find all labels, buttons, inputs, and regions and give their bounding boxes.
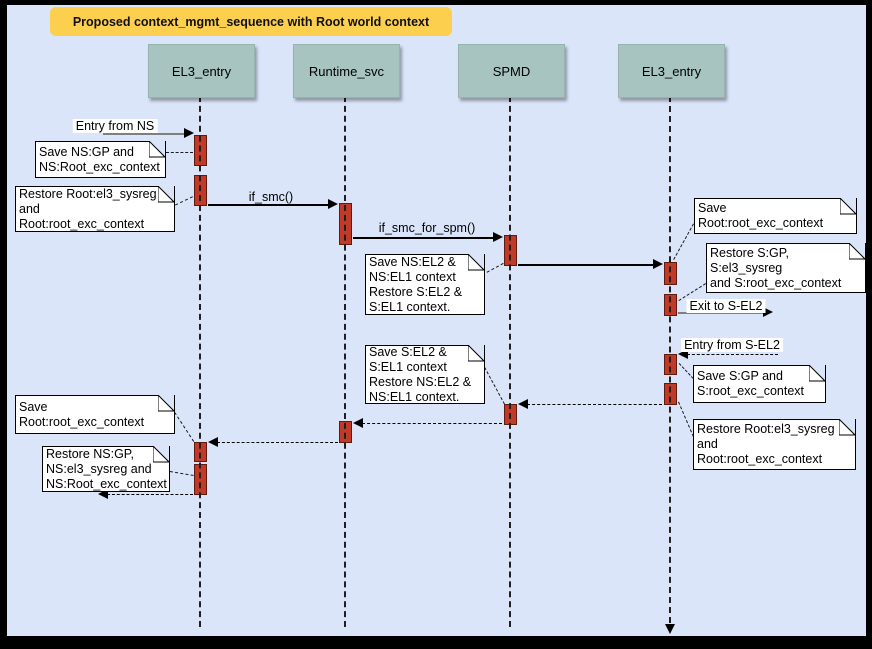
arrowhead-return-to-runtime [353,418,363,428]
message-label-entry-from-s-el2: Entry from S-EL2 [681,338,783,352]
message-line-entry-from-s-el2 [687,354,778,355]
note-text: Save Root:root_exc_context [698,201,824,230]
arrowhead-entry-from-s-el2 [678,349,688,359]
diagram-canvas [7,5,866,636]
message-label-if-smc-for-spm: if_smc_for_spm() [378,221,476,235]
message-line-if-smc-for-spm [353,237,494,239]
note-fold-icon [849,243,866,260]
arrowhead-entry-from-ns [184,128,194,138]
note-fold-icon [839,419,856,436]
note-save-ns-el2: Save NS:EL2 & NS:EL1 context Restore S:E… [365,254,485,315]
note-restore-root-el3-r: Restore Root:el3_sysreg and Root:root_ex… [693,419,856,470]
note-text: Restore Root:el3_sysreg and Root:root_ex… [19,186,157,231]
note-text: Restore NS:GP, NS:el3_sysreg and NS:Root… [46,446,167,491]
note-save-root-exc-r: Save Root:root_exc_context [694,198,857,234]
arrowhead-if-smc-for-spm [493,232,503,242]
note-text: Restore S:GP, S:el3_sysreg and S:root_ex… [710,245,842,290]
note-text: Save S:GP and S:root_exc_context [697,369,805,398]
note-fold-icon [158,395,175,412]
note-restore-root-el3-l: Restore Root:el3_sysreg and Root:root_ex… [15,186,175,232]
lifeline-spmd [509,96,511,627]
note-text: Restore Root:el3_sysreg and Root:root_ex… [697,422,835,466]
lifeline-el3-entry-right [669,96,671,623]
arrowhead-if-smc [328,199,338,209]
note-fold-icon [153,446,170,463]
message-line-return-to-el3l [217,442,338,443]
note-save-ns-gp: Save NS:GP and NS:Root_exc_context [35,141,166,178]
message-line-return-to-runtime [362,423,502,424]
note-save-root-exc-l: Save Root:root_exc_context [15,395,175,434]
arrowhead-return-to-spmd [518,399,528,409]
message-line-spmd-to-el3 [518,264,654,266]
note-fold-icon [149,141,166,158]
note-connector [169,471,194,476]
actor-el3-entry-left: EL3_entry [148,44,255,98]
arrowhead-spmd-to-el3 [653,259,663,269]
message-line-return-to-ns [107,494,193,495]
lifeline-end-arrow [665,624,675,634]
note-fold-icon [468,345,485,362]
note-connector [673,223,694,260]
message-label-entry-from-ns: Entry from NS [72,119,158,133]
note-text: Save NS:GP and NS:Root_exc_context [39,144,160,174]
lifeline-runtime-svc [344,96,346,627]
note-connector [679,363,694,379]
actor-el3-entry-right: EL3_entry [618,44,725,98]
note-fold-icon [809,365,826,382]
note-connector [678,401,694,437]
note-text: Save NS:EL2 & NS:EL1 context Restore S:E… [369,254,463,314]
note-fold-icon [158,186,175,203]
message-line-exit-to-s-el2 [678,312,764,314]
note-fold-icon [468,254,485,271]
message-label-exit-to-s-el2: Exit to S-EL2 [686,299,766,313]
message-label-if-smc: if_smc() [248,190,294,204]
note-save-s-gp: Save S:GP and S:root_exc_context [693,365,826,403]
actor-spmd: SPMD [458,44,565,98]
note-restore-s-gp: Restore S:GP, S:el3_sysreg and S:root_ex… [706,243,866,293]
note-connector [174,412,194,442]
note-text: Save Root:root_exc_context [19,399,145,429]
diagram-title: Proposed context_mgmt_sequence with Root… [50,7,452,36]
note-fold-icon [840,198,857,215]
lifeline-el3-entry-left [199,96,201,627]
note-restore-ns-gp: Restore NS:GP, NS:el3_sysreg and NS:Root… [42,446,170,492]
note-connector [484,367,505,405]
note-save-s-el2: Save S:EL2 & S:EL1 context Restore NS:EL… [365,345,485,404]
note-connector [166,152,193,153]
message-line-return-to-spmd [527,404,662,405]
message-line-entry-from-ns [103,133,185,135]
message-line-if-smc [208,204,329,206]
arrowhead-return-to-ns [98,489,108,499]
actor-runtime-svc: Runtime_svc [293,44,400,98]
arrowhead-return-to-el3l [208,437,218,447]
note-text: Save S:EL2 & S:EL1 context Restore NS:EL… [369,344,472,404]
arrowhead-exit-to-s-el2 [763,307,773,317]
